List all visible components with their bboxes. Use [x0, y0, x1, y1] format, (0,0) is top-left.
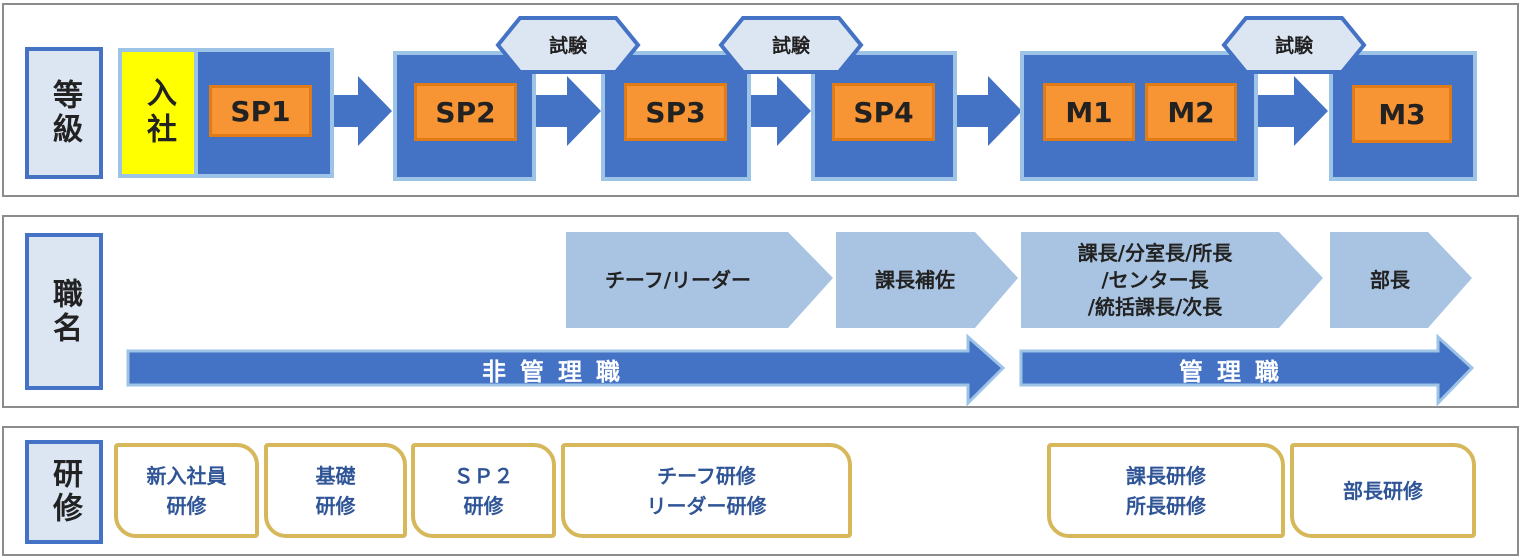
- band-management: [1019, 333, 1475, 407]
- training-chief-leader: チーフ研修 リーダー研修: [561, 443, 852, 538]
- arrow-sp4-m1: [953, 76, 1022, 146]
- chevron-kacho-hosa: [836, 232, 1018, 328]
- training-new-employee: 新入社員 研修: [114, 443, 259, 538]
- exam-diamond-2: [718, 16, 864, 74]
- position-chevrons: [566, 232, 1472, 328]
- training-sp2: ＳＰ２ 研修: [411, 443, 556, 538]
- arrow-m2-m3: [1255, 76, 1328, 146]
- arrow-sp3-sp4: [748, 76, 811, 146]
- grade-arrows: [330, 76, 1328, 146]
- chevron-kacho: [1021, 232, 1323, 328]
- grade-m1: M1: [1043, 83, 1135, 141]
- chevron-chief: [566, 232, 833, 328]
- grade-m3: M3: [1352, 85, 1452, 143]
- band-non-management: [126, 333, 1006, 407]
- grade-m2: M2: [1145, 83, 1237, 141]
- position-kacho-group: 課長/分室長/所長 /センター長 /統括課長/次長: [1077, 240, 1233, 319]
- training-basic: 基礎 研修: [264, 443, 407, 538]
- training-row-label: 研修: [25, 440, 103, 544]
- exam-label: 試験: [548, 34, 587, 57]
- non-management-label: 非管理職: [482, 357, 634, 386]
- grade-sp4: SP4: [832, 83, 935, 141]
- grade-sp1: SP1: [209, 85, 312, 137]
- management-label: 管理職: [1179, 357, 1293, 386]
- position-bucho: 部長: [1370, 267, 1410, 292]
- grade-row-label: 等級: [25, 47, 103, 179]
- category-bands: [126, 333, 1475, 407]
- position-chief-leader: チーフ/リーダー: [604, 267, 752, 292]
- exam-diamond-1: [495, 16, 641, 74]
- exam-diamonds: [495, 16, 1367, 74]
- position-kacho-hosa: 課長補佐: [875, 267, 955, 292]
- arrow-sp1-sp2: [330, 76, 392, 146]
- exam-label: 試験: [771, 34, 810, 57]
- grade-sp2: SP2: [414, 83, 517, 141]
- training-kacho-shocho: 課長研修 所長研修: [1047, 443, 1285, 538]
- exam-diamond-3: [1221, 16, 1367, 74]
- grade-sp3: SP3: [624, 83, 727, 141]
- chevron-bucho: [1330, 232, 1472, 328]
- exam-label: 試験: [1274, 34, 1313, 57]
- training-bucho: 部長研修: [1290, 443, 1476, 538]
- position-row-label: 職名: [25, 233, 103, 390]
- arrow-sp2-sp3: [532, 76, 601, 146]
